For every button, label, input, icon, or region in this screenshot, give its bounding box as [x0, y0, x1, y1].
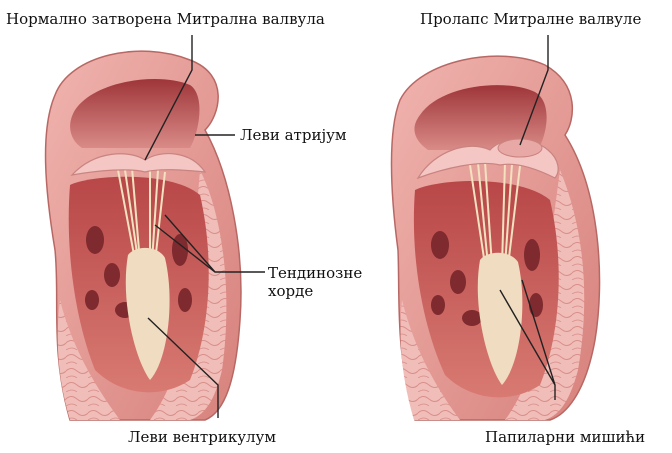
label-left-ventricle: Леви вентрикулум — [128, 428, 276, 446]
label-chordae-line2: хорде — [268, 282, 378, 300]
prolapse-heart — [392, 56, 600, 420]
label-normal-valve: Нормално затворена Митрална валвула — [6, 10, 325, 28]
label-left-atrium: Леви атријум — [240, 126, 347, 144]
label-chordae: Тендинозне хорде — [268, 264, 378, 300]
label-prolapse-valve: Пролапс Митралне валвуле — [420, 10, 641, 28]
normal-heart — [46, 51, 241, 420]
label-papillary-muscles: Папиларни мишићи — [485, 428, 645, 446]
prolapse-bulge — [498, 139, 542, 157]
label-chordae-line1: Тендинозне — [268, 264, 378, 282]
